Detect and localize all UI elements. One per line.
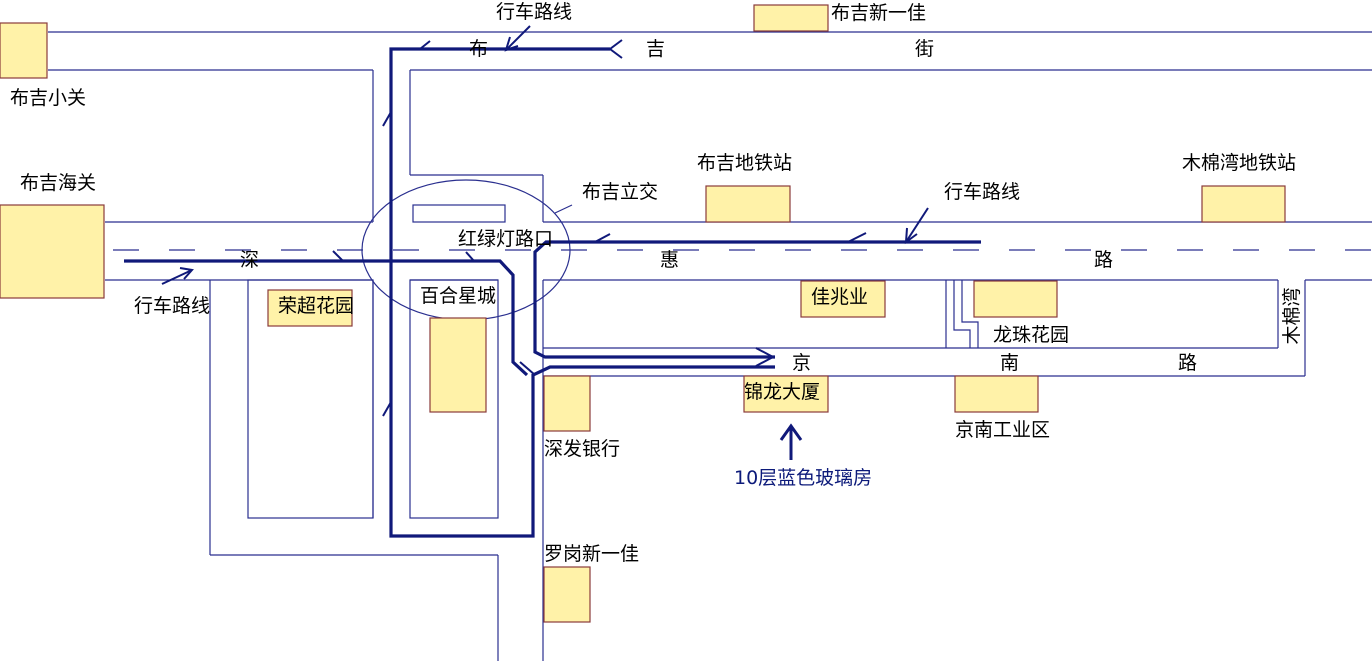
label-rongchao: 荣超花园 [278, 295, 354, 317]
buildings [0, 4, 1286, 623]
bldg-rongchao [267, 289, 353, 327]
label-buji-ditie: 布吉地铁站 [697, 152, 792, 174]
bldg-shenfa [543, 375, 591, 432]
label-route-top: 行车路线 [496, 1, 572, 23]
driving-route [124, 39, 981, 538]
road-label-nan: 南 [1000, 352, 1019, 374]
road-label-mumianwan: 木棉湾 [1281, 287, 1303, 344]
label-buji-xinyijia: 布吉新一佳 [831, 2, 926, 24]
label-shenfa: 深发银行 [544, 438, 620, 460]
road-label-bu: 布 [469, 38, 488, 60]
label-buji-haiguan: 布吉海关 [20, 172, 96, 194]
road-network [48, 31, 1372, 661]
label-buji-lijiao: 布吉立交 [582, 181, 658, 203]
label-jinlong: 锦龙大厦 [744, 381, 820, 403]
label-jiazhaoye: 佳兆业 [811, 286, 868, 308]
bldg-buji-ditie [705, 185, 791, 223]
label-blue-glass-note: 10层蓝色玻璃房 [734, 467, 872, 489]
label-honglvdeng: 红绿灯路口 [458, 228, 553, 250]
bldg-longzhu [973, 280, 1058, 318]
bldg-buji-xiaoguan [0, 22, 48, 79]
label-buji-xiaoguan: 布吉小关 [10, 87, 86, 109]
route-callout-right [905, 207, 929, 243]
road-label-hui: 惠 [660, 249, 679, 271]
road-label-lu: 路 [1094, 249, 1113, 271]
label-luogang: 罗岗新一佳 [544, 543, 639, 565]
label-jingnan-gongye: 京南工业区 [955, 419, 1050, 441]
route-callout-left [161, 269, 193, 285]
bldg-luogang [543, 566, 591, 623]
bldg-mumianwan-ditie [1201, 185, 1286, 223]
road-label-ji: 吉 [646, 38, 665, 60]
bldg-buji-xinyijia [753, 4, 829, 32]
road-label-lu2: 路 [1178, 352, 1197, 374]
up-arrow-icon [779, 423, 803, 460]
label-route-left: 行车路线 [134, 295, 210, 317]
road-label-shen: 深 [240, 249, 259, 271]
bldg-baihe [429, 317, 487, 413]
road-label-jing: 京 [792, 352, 811, 374]
bldg-buji-haiguan [0, 204, 105, 299]
label-mumianwan-ditie: 木棉湾地铁站 [1182, 152, 1296, 174]
road-label-jie: 街 [915, 38, 934, 60]
label-baihe: 百合星城 [420, 285, 496, 307]
route-callout-top [505, 25, 531, 51]
bldg-jingnan-gongye [954, 375, 1039, 413]
bldg-jinlong [743, 375, 829, 413]
bldg-jiazhaoye [800, 280, 886, 318]
label-route-right: 行车路线 [944, 181, 1020, 203]
label-longzhu: 龙珠花园 [993, 324, 1069, 346]
